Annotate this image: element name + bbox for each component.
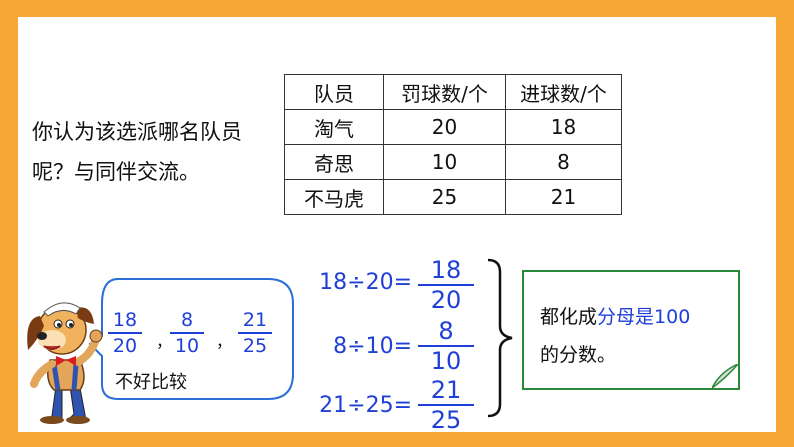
note-text: 都化成分母是100 的分数。 [540,298,690,374]
player-score-table: 队员 罚球数/个 进球数/个 淘气 20 18 奇思 10 8 不马虎 25 2… [284,74,622,215]
fraction-bar [108,332,142,334]
table-row: 奇思 10 8 [284,144,622,180]
table-row: 不马虎 25 21 [284,179,622,215]
table-header-cell: 队员 [284,74,384,110]
bubble-fraction-3: 21 25 [238,310,272,356]
fraction-numerator: 18 [430,256,462,284]
equation-lhs-text: 21÷25= [319,393,412,418]
equation-lhs-text: 18÷20= [319,270,412,295]
fraction-numerator: 21 [430,376,462,404]
fraction-denominator: 20 [430,286,462,314]
equation-3-lhs: 21÷25= [312,393,412,423]
fraction-denominator: 10 [174,335,200,357]
bubble-separator: ， [216,332,233,351]
right-brace [487,258,513,418]
equation-2-lhs: 8÷10= [312,334,412,364]
note-part-1: 都化成 [540,306,598,328]
table-cell: 18 [505,109,622,145]
fraction-bar [238,332,272,334]
table-cell: 20 [383,109,506,145]
equation-1-fraction: 18 20 [418,258,474,312]
equation-2-fraction: 8 10 [418,319,474,373]
fraction-bar [418,345,474,347]
table-cell: 不马虎 [284,179,384,215]
equation-1-lhs: 18÷20= [312,270,412,300]
bubble-text: 不好比较 [115,372,187,393]
bubble-separator: ， [156,332,173,351]
fraction-denominator: 20 [112,335,138,357]
table-row: 淘气 20 18 [284,109,622,145]
hint-note-card: 都化成分母是100 的分数。 [522,270,740,390]
question-text: 你认为该选派哪名队员 呢？与同伴交流。 [32,112,242,192]
question-line-1: 你认为该选派哪名队员 [32,120,242,144]
note-box [522,270,740,390]
note-highlight: 分母是100 [597,306,691,328]
table-cell: 21 [505,179,622,215]
folded-corner-icon [712,364,739,389]
fraction-numerator: 21 [242,309,268,331]
fraction-bar [170,332,204,334]
fraction-bar [418,284,474,286]
fraction-numerator: 18 [112,309,138,331]
fraction-denominator: 25 [242,335,268,357]
equation-lhs-text: 8÷10= [333,334,412,359]
speech-bubble-shape [88,278,294,400]
equation-3-fraction: 21 25 [418,378,474,432]
fraction-numerator: 8 [438,317,454,345]
bubble-fraction-1: 18 20 [108,310,142,356]
speech-bubble: 18 20 ， 8 10 ， 21 25 不好比较 [88,278,294,400]
table-cell: 奇思 [284,144,384,180]
cartoon-dog-icon [27,302,103,424]
table-cell: 25 [383,179,506,215]
fraction-bar [418,404,474,406]
question-line-2: 呢？与同伴交流。 [32,160,200,184]
fraction-denominator: 25 [430,406,462,434]
table-cell: 8 [505,144,622,180]
fraction-numerator: 8 [180,309,194,331]
table-header-cell: 罚球数/个 [383,74,506,110]
bubble-fraction-2: 8 10 [170,310,204,356]
table-header-row: 队员 罚球数/个 进球数/个 [284,74,622,110]
table-cell: 10 [383,144,506,180]
fraction-denominator: 10 [430,347,462,375]
table-header-cell: 进球数/个 [505,74,622,110]
table-cell: 淘气 [284,109,384,145]
note-line-2: 的分数。 [540,344,617,366]
